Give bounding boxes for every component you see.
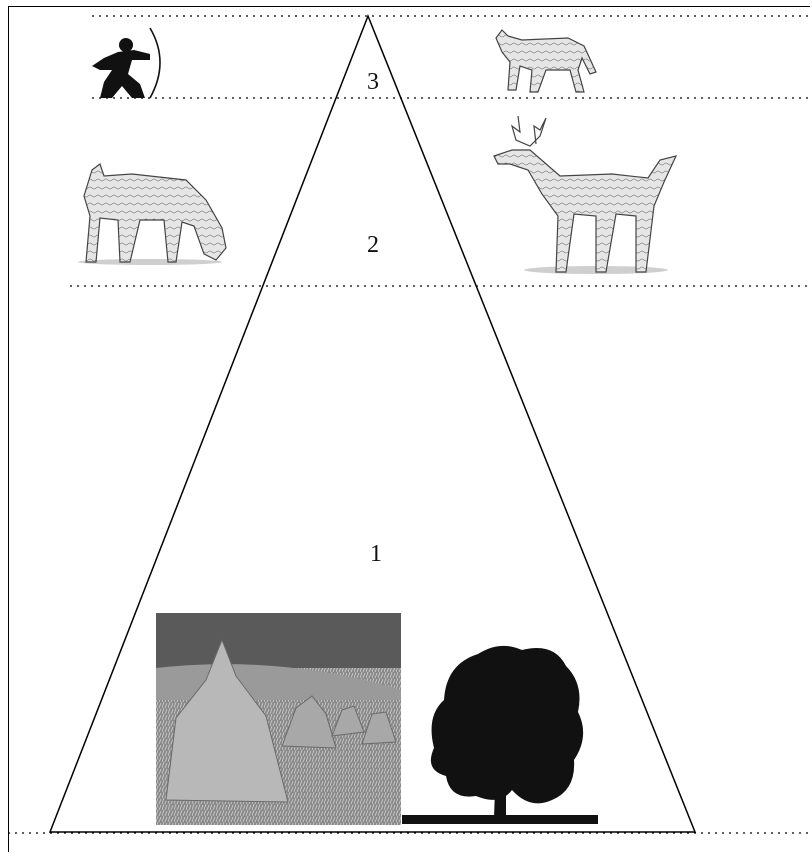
level-3-number: 3 [367,70,379,94]
tree-icon [402,646,598,824]
level-2-number: 2 [367,233,379,257]
archer-icon [92,28,160,98]
deer-icon [494,116,676,274]
wolf-icon [496,30,596,92]
goat-icon [78,164,226,265]
level-1-number: 1 [370,542,382,566]
haystacks-grain-field-image [156,613,401,825]
